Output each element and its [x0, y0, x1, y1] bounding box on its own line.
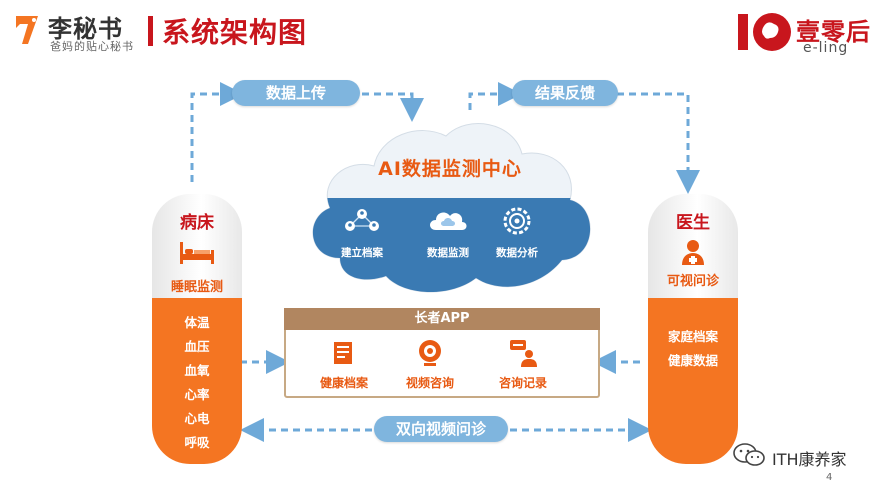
- app-item-label: 视频咨询: [405, 376, 454, 390]
- gear-icon: [503, 207, 531, 235]
- doctor-item: 健康数据: [667, 353, 718, 368]
- feedback-arrow-right: [617, 92, 700, 194]
- corp-subtitle: e-ling: [803, 40, 849, 56]
- watermark-text: ITH康养家: [772, 450, 847, 469]
- bed-title: 病床: [180, 213, 214, 233]
- bed-column-bottom: [152, 298, 242, 464]
- wechat-icon: [733, 443, 765, 466]
- cloud-item-label: 数据监测: [427, 247, 469, 259]
- title-accent-bar: [148, 16, 153, 46]
- corp-name: 壹零后: [796, 18, 871, 46]
- cloud-item-label: 数据分析: [496, 247, 538, 259]
- video-consult-pill: 双向视频问诊: [374, 416, 508, 442]
- network-people-icon: [345, 209, 379, 231]
- document-icon: [334, 342, 352, 364]
- elder-app-title: 长者APP: [284, 308, 600, 330]
- brand-logo-icon: [16, 16, 38, 44]
- sleep-monitor-label: 睡眠监测: [170, 280, 223, 295]
- doctor-item: 家庭档案: [667, 329, 718, 344]
- cloud-item-label: 建立档案: [341, 247, 383, 259]
- page-title: 系统架构图: [162, 16, 308, 49]
- app-item-label: 健康档案: [319, 376, 368, 390]
- camera-icon: [419, 340, 441, 366]
- brand-tagline: 爸妈的贴心秘书: [50, 40, 134, 53]
- bed-column-top: [152, 194, 242, 298]
- upload-arrow-right: [362, 92, 424, 122]
- vital-item: 体温: [184, 315, 210, 330]
- vital-item: 心率: [184, 387, 210, 402]
- cloud-shape: [312, 123, 591, 293]
- feedback-pill: 结果反馈: [512, 80, 618, 106]
- corp-logo-icon: [738, 13, 791, 51]
- brand-name: 李秘书: [48, 15, 123, 43]
- cloud-title: AI数据监测中心: [378, 158, 522, 180]
- vital-item: 呼吸: [184, 435, 210, 450]
- bed-icon: [180, 242, 214, 264]
- video-consult-label: 可视问诊: [666, 274, 719, 289]
- doctor-title: 医生: [676, 213, 710, 233]
- doctor-column-bottom: [648, 298, 738, 464]
- upload-pill: 数据上传: [232, 80, 360, 106]
- page-number: 4: [826, 472, 833, 483]
- feedback-arrow-left: [468, 82, 522, 110]
- cloud-icon: [430, 212, 467, 230]
- vital-item: 血压: [184, 339, 210, 354]
- app-item-label: 咨询记录: [498, 376, 547, 390]
- doctor-icon: [682, 240, 704, 265]
- vital-item: 心电: [184, 411, 210, 426]
- chat-person-icon: [510, 340, 537, 367]
- upload-arrow-left: [190, 82, 244, 182]
- vital-item: 血氧: [184, 363, 210, 378]
